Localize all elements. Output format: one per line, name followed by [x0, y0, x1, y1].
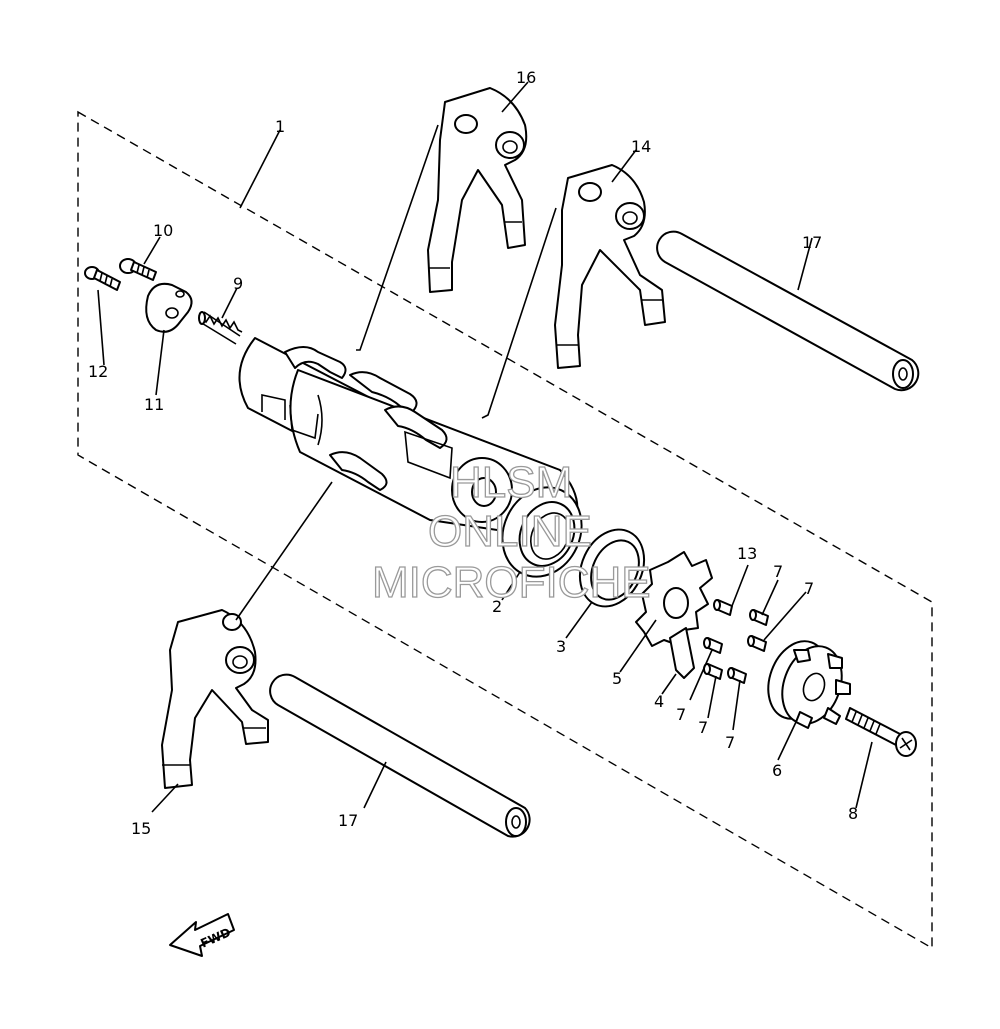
callout-8: 8: [848, 804, 858, 823]
callout-17-upper: 17: [802, 233, 822, 252]
screw-8[interactable]: [845, 707, 917, 757]
callout-12: 12: [88, 362, 108, 381]
shift-fork-15[interactable]: [161, 609, 269, 789]
shift-fork-shaft-upper[interactable]: [656, 230, 920, 392]
watermark-line3: MICROFICHE: [372, 558, 651, 607]
shift-drum[interactable]: [238, 337, 579, 541]
callout-7e: 7: [725, 733, 735, 752]
leader-lines: [97, 81, 873, 813]
callout-4: 4: [654, 692, 664, 711]
assembly-boundary: [77, 110, 933, 950]
callout-7d: 7: [698, 718, 708, 737]
callout-14: 14: [631, 137, 651, 156]
watermark: HLSM ONLINE MICROFICHE: [371, 457, 651, 607]
callout-3: 3: [556, 637, 566, 656]
dowel-pins-7-13[interactable]: [703, 599, 769, 684]
callout-7b: 7: [804, 579, 814, 598]
pin-4[interactable]: [669, 627, 695, 679]
screw-10[interactable]: [119, 258, 157, 281]
callout-16: 16: [516, 68, 536, 87]
callout-7c: 7: [676, 705, 686, 724]
spring-9[interactable]: [198, 311, 243, 345]
callout-labels: 1 2 3 4 5 6 7 7 7 7 7 8 9 10 11 12 13 14…: [88, 68, 858, 838]
shift-fork-14[interactable]: [554, 164, 666, 369]
watermark-line1: HLSM: [450, 458, 572, 507]
fwd-arrow-icon: FWD: [169, 913, 235, 957]
ring-3[interactable]: [568, 519, 656, 617]
callout-7a: 7: [773, 562, 783, 581]
callout-1: 1: [275, 117, 285, 136]
screw-12[interactable]: [84, 266, 121, 291]
callout-11: 11: [144, 395, 164, 414]
shift-fork-16[interactable]: [427, 87, 528, 293]
stopper-lever-11[interactable]: [145, 282, 193, 333]
callout-2: 2: [492, 597, 502, 616]
shift-cam-6[interactable]: [758, 633, 852, 732]
watermark-line2: ONLINE: [428, 507, 592, 556]
shift-fork-shaft-lower[interactable]: [269, 673, 531, 838]
callout-5: 5: [612, 669, 622, 688]
callout-6: 6: [772, 761, 782, 780]
callout-13: 13: [737, 544, 757, 563]
callout-10: 10: [153, 221, 173, 240]
callout-15: 15: [131, 819, 151, 838]
bearing-2[interactable]: [488, 474, 596, 589]
callout-17-lower: 17: [338, 811, 358, 830]
callout-9: 9: [233, 274, 243, 293]
